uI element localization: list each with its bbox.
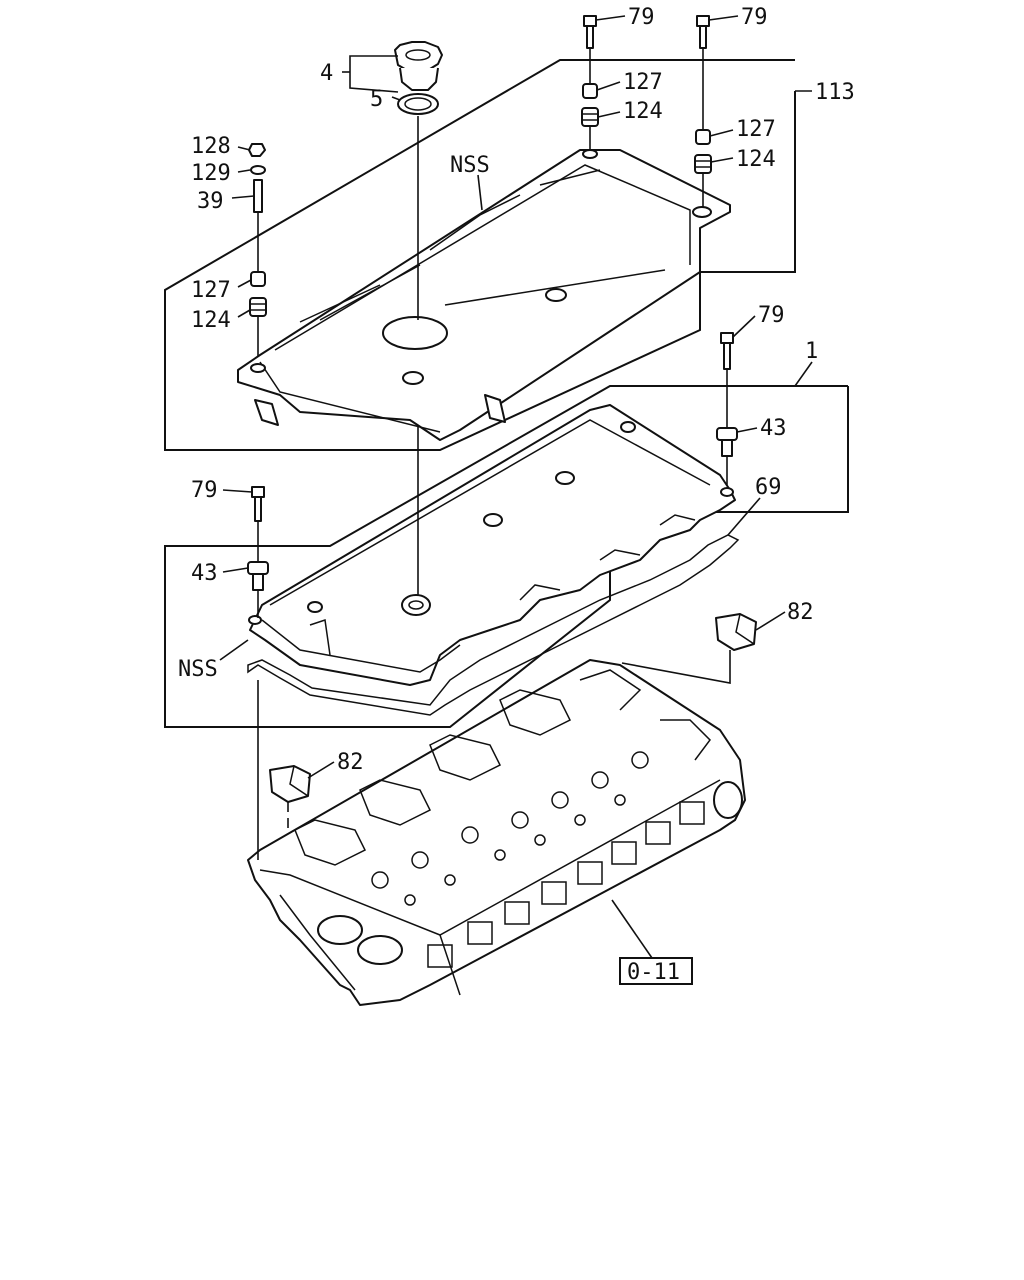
head-cover xyxy=(248,404,736,686)
callout-127-mid: 127 xyxy=(623,70,663,95)
callout-5: 5 xyxy=(370,87,383,112)
callout-79-right: 79 xyxy=(758,303,785,328)
callout-82-right: 82 xyxy=(787,600,814,625)
left-fastener-stack xyxy=(248,143,267,356)
upper-cover xyxy=(237,149,731,441)
callout-39: 39 xyxy=(197,189,224,214)
callout-127-left: 127 xyxy=(191,278,231,303)
mid-fastener-stack xyxy=(581,15,599,150)
callout-124-mid: 124 xyxy=(623,99,663,124)
cap-gasket xyxy=(397,93,439,115)
callout-nss-top: NSS xyxy=(450,153,490,178)
cylinder-head-ref-box xyxy=(619,957,693,985)
callout-128: 128 xyxy=(191,134,231,159)
callout-cylinder-head-ref: 0-11 xyxy=(627,960,680,985)
oil-filler-cap xyxy=(394,41,443,91)
right-cover-bolt xyxy=(716,332,738,486)
callout-113: 113 xyxy=(815,80,855,105)
callout-124-right: 124 xyxy=(736,147,776,172)
upper-cover-oil-hole xyxy=(382,316,448,350)
callout-79-top-a: 79 xyxy=(628,5,655,30)
callout-4: 4 xyxy=(320,61,333,86)
callout-43-right: 43 xyxy=(760,416,787,441)
left-cover-bolt xyxy=(247,486,269,618)
cylinder-head-leader xyxy=(611,899,653,959)
bracket-113-outline xyxy=(164,59,796,451)
callout-129: 129 xyxy=(191,161,231,186)
leader-1 xyxy=(794,361,813,387)
bracket-1-outline xyxy=(164,385,849,728)
callout-82-left: 82 xyxy=(337,750,364,775)
callout-leaders xyxy=(219,15,786,779)
callout-124-left: 124 xyxy=(191,308,231,333)
head-cover-gasket xyxy=(247,534,740,716)
callout-1: 1 xyxy=(805,339,818,364)
callout-79-top-b: 79 xyxy=(741,5,768,30)
right-fastener-stack xyxy=(694,15,712,208)
callout-79-left: 79 xyxy=(191,478,218,503)
cylinder-head xyxy=(247,659,746,1006)
callout-nss-lower: NSS xyxy=(178,657,218,682)
callout-127-right: 127 xyxy=(736,117,776,142)
callout-69: 69 xyxy=(755,475,782,500)
callout-43-left: 43 xyxy=(191,561,218,586)
